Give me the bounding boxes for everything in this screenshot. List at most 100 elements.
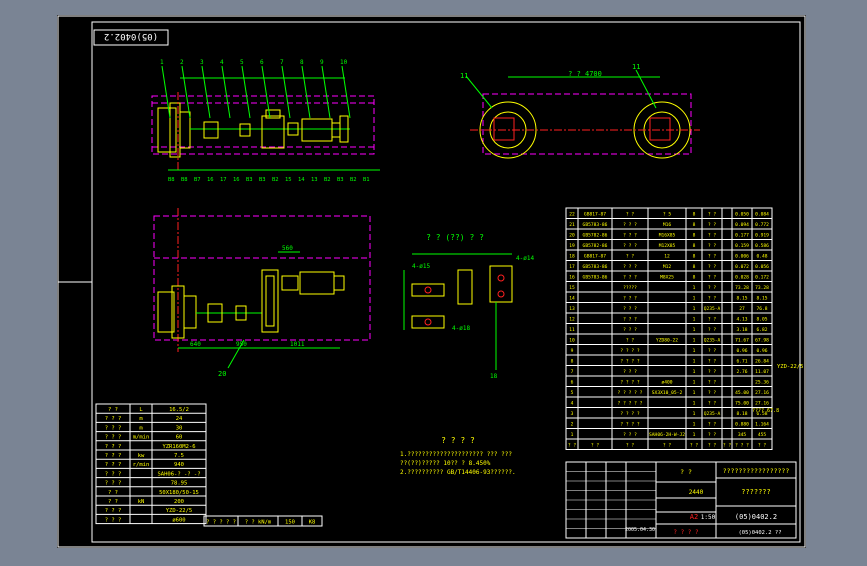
- parts-cell: 455: [758, 432, 767, 438]
- parts-cell: ? ?: [626, 338, 635, 344]
- parts-cell: 3: [571, 411, 574, 417]
- parts-cell: 0.48: [756, 254, 767, 260]
- top-bottom-label: B3: [259, 177, 266, 183]
- tb-drawing-no: (05)0402.2: [735, 513, 777, 521]
- parts-cell: M16: [663, 222, 672, 228]
- span-label: ? ? 4700: [568, 70, 602, 78]
- parts-header-cell: ? ?: [663, 443, 672, 449]
- parts-cell: 1: [693, 401, 696, 407]
- detail-label-1: 4-ø15: [412, 263, 430, 270]
- parts-cell: ? ?: [708, 285, 717, 291]
- parts-cell: 1.164: [755, 422, 769, 428]
- parts-cell: ø400: [661, 380, 672, 386]
- parts-cell: 1: [693, 390, 696, 396]
- tb-project: ? ?: [680, 468, 692, 476]
- parts-cell: ? ? ?: [623, 222, 637, 228]
- parts-cell: ? ?: [708, 254, 717, 260]
- detail-plate-mid: [457, 269, 473, 305]
- params-cell: kN: [138, 499, 145, 505]
- parts-side-note-2: ???? 67.8: [752, 408, 779, 414]
- parts-cell: 19: [569, 243, 575, 249]
- tb-sheet-size: A2: [690, 513, 698, 521]
- parts-header-cell: ? ?: [690, 443, 699, 449]
- drum-rim: [179, 111, 191, 149]
- top-bottom-label: 16: [233, 177, 240, 183]
- parts-cell: 8: [693, 275, 696, 281]
- parts-cell: 15: [569, 285, 575, 291]
- params-cell: 940: [174, 462, 184, 468]
- params-cell: m: [139, 416, 143, 422]
- parts-cell: ? ? ? ?: [620, 348, 640, 354]
- params-cell: 7.5: [174, 453, 184, 459]
- parts-cell: 8: [693, 264, 696, 270]
- top-bottom-label: 13: [311, 177, 318, 183]
- gearbox-inner: [265, 275, 275, 327]
- pulley-side-view[interactable]: ? ? 4700 11 11: [460, 63, 700, 159]
- tech-line-2: ??(??)????? 10?? ? 8.450%: [400, 460, 491, 467]
- parts-cell: 1: [693, 422, 696, 428]
- parts-cell: 8: [693, 222, 696, 228]
- parts-cell: Q235-A: [704, 306, 721, 312]
- parts-cell: 6.58: [756, 411, 767, 417]
- parts-cell: 1: [693, 432, 696, 438]
- top-bottom-label: 16: [207, 177, 214, 183]
- right-wheel-hub: [649, 117, 671, 141]
- parts-cell: ? ?: [708, 359, 717, 365]
- parts-cell: 18: [569, 254, 575, 260]
- parts-cell: 0.084: [755, 212, 769, 218]
- tb-drawing-name: ???????: [741, 488, 771, 496]
- parts-cell: 0.96: [756, 348, 767, 354]
- parts-cell: 1: [693, 327, 696, 333]
- parts-cell: 27.16: [755, 390, 769, 396]
- front-elevation-view[interactable]: 20 640 950 1011 560: [153, 208, 371, 378]
- top-callout: 6: [260, 59, 264, 66]
- parts-cell: ? ? ?: [623, 296, 637, 302]
- dim-950: 950: [236, 341, 247, 348]
- parts-cell: ? ?: [626, 254, 635, 260]
- top-callout-leader: [201, 65, 211, 119]
- parts-cell: 0.96: [736, 348, 747, 354]
- params-cell: ? ? ?: [105, 471, 122, 477]
- dim-560: 560: [282, 245, 293, 252]
- motor-end-front: [333, 275, 345, 291]
- title-block[interactable]: ????????????????? ??????? ? ? 2440 A2 1:…: [565, 461, 797, 539]
- top-callout: 3: [200, 59, 204, 66]
- bearing-front: [235, 305, 247, 321]
- parts-cell: 73.28: [755, 285, 769, 291]
- detail-view[interactable]: ? ? (??) ? ? 4-ø15 4-ø14 4-ø18 18: [403, 233, 534, 380]
- top-callout-leader: [181, 65, 191, 119]
- parts-cell: 1: [693, 285, 696, 291]
- parts-cell: 21: [569, 222, 575, 228]
- params-cell: ? ? ?: [105, 453, 122, 459]
- parts-cell: ? ? ? ? ?: [618, 401, 643, 407]
- parts-cell: 0.159: [735, 243, 749, 249]
- parts-cell: M8X25: [660, 275, 674, 281]
- title-block-grid: [566, 462, 656, 538]
- callout-20: 20: [218, 370, 226, 378]
- parts-cell: ? ?: [708, 233, 717, 239]
- girder-outline: [482, 93, 692, 155]
- parts-cell: ? ? ?: [623, 306, 637, 312]
- params-cell: ? ? ?: [105, 435, 122, 441]
- parts-cell: 12: [664, 254, 670, 260]
- parts-cell: 1: [693, 338, 696, 344]
- top-bottom-label: 17: [220, 177, 227, 183]
- parts-cell: ? ? ?: [623, 317, 637, 323]
- params-cell: ? ?: [108, 499, 118, 505]
- parts-cell: ? ? ?: [623, 264, 637, 270]
- top-callout: 4: [220, 59, 224, 66]
- parts-cell: ? ? ?: [623, 432, 637, 438]
- parts-cell: GB5782-86: [583, 233, 608, 239]
- parts-cell: M12X85: [659, 243, 676, 249]
- top-bottom-label: B8: [168, 177, 175, 183]
- top-bottom-label: B2: [324, 177, 331, 183]
- params-footer-cell: ? ? kN/m: [245, 520, 272, 526]
- drum-rim-front: [183, 295, 197, 329]
- parts-cell: ? ?: [708, 432, 717, 438]
- parts-cell: GB5782-86: [583, 243, 608, 249]
